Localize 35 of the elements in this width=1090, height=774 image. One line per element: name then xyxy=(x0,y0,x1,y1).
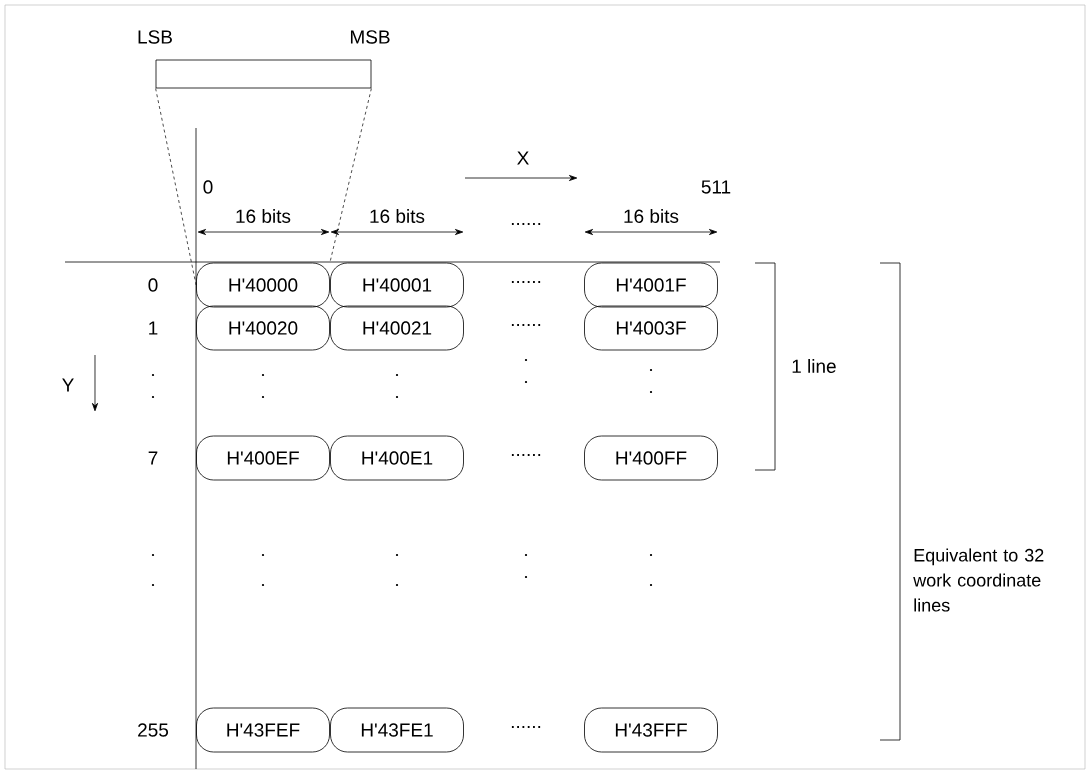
ellipsis: ...... xyxy=(511,324,541,326)
dimension-label: 16 bits xyxy=(624,209,679,223)
memory-word-box: H'40021 xyxy=(330,305,464,351)
bit-field-box xyxy=(155,59,372,89)
bracket-label: Equivalent to 32 work coordinate lines xyxy=(913,548,1044,612)
memory-word-box: H'400FF xyxy=(584,435,718,481)
memory-word-box: H'4001F xyxy=(584,262,718,308)
row-number: 7 xyxy=(148,451,158,465)
memory-word-box: H'43FFF xyxy=(584,707,718,753)
memory-word-box: H'40020 xyxy=(196,305,330,351)
memory-word-box: H'400E1 xyxy=(330,435,464,481)
axis-label: X xyxy=(517,151,529,165)
projection-line xyxy=(329,88,372,263)
projection-line xyxy=(155,88,197,286)
ellipsis: ...... xyxy=(511,281,541,283)
memory-word-box: H'40000 xyxy=(196,262,330,308)
ellipsis: ...... xyxy=(511,223,541,225)
dimension-label: 16 bits xyxy=(236,209,291,223)
memory-word-box: H'400EF xyxy=(196,435,330,481)
memory-word-box: H'43FEF xyxy=(196,707,330,753)
memory-word-box: H'4003F xyxy=(584,305,718,351)
bracket-label: 1 line xyxy=(792,359,836,373)
ellipsis: ...... xyxy=(511,454,541,456)
memory-word-box: H'43FE1 xyxy=(330,707,464,753)
row-number: 1 xyxy=(149,321,158,335)
ellipsis: ...... xyxy=(511,726,541,729)
row-number: 0 xyxy=(148,278,158,292)
bit-label: LSB xyxy=(138,30,172,44)
bit-label: MSB xyxy=(350,30,390,44)
coordinate-label: 511 xyxy=(701,180,731,194)
row-number: 255 xyxy=(138,723,169,737)
axis-label: Y xyxy=(62,378,74,392)
dimension-label: 16 bits xyxy=(370,209,425,223)
memory-word-box: H'40001 xyxy=(330,262,464,308)
coordinate-label: 0 xyxy=(203,180,213,194)
